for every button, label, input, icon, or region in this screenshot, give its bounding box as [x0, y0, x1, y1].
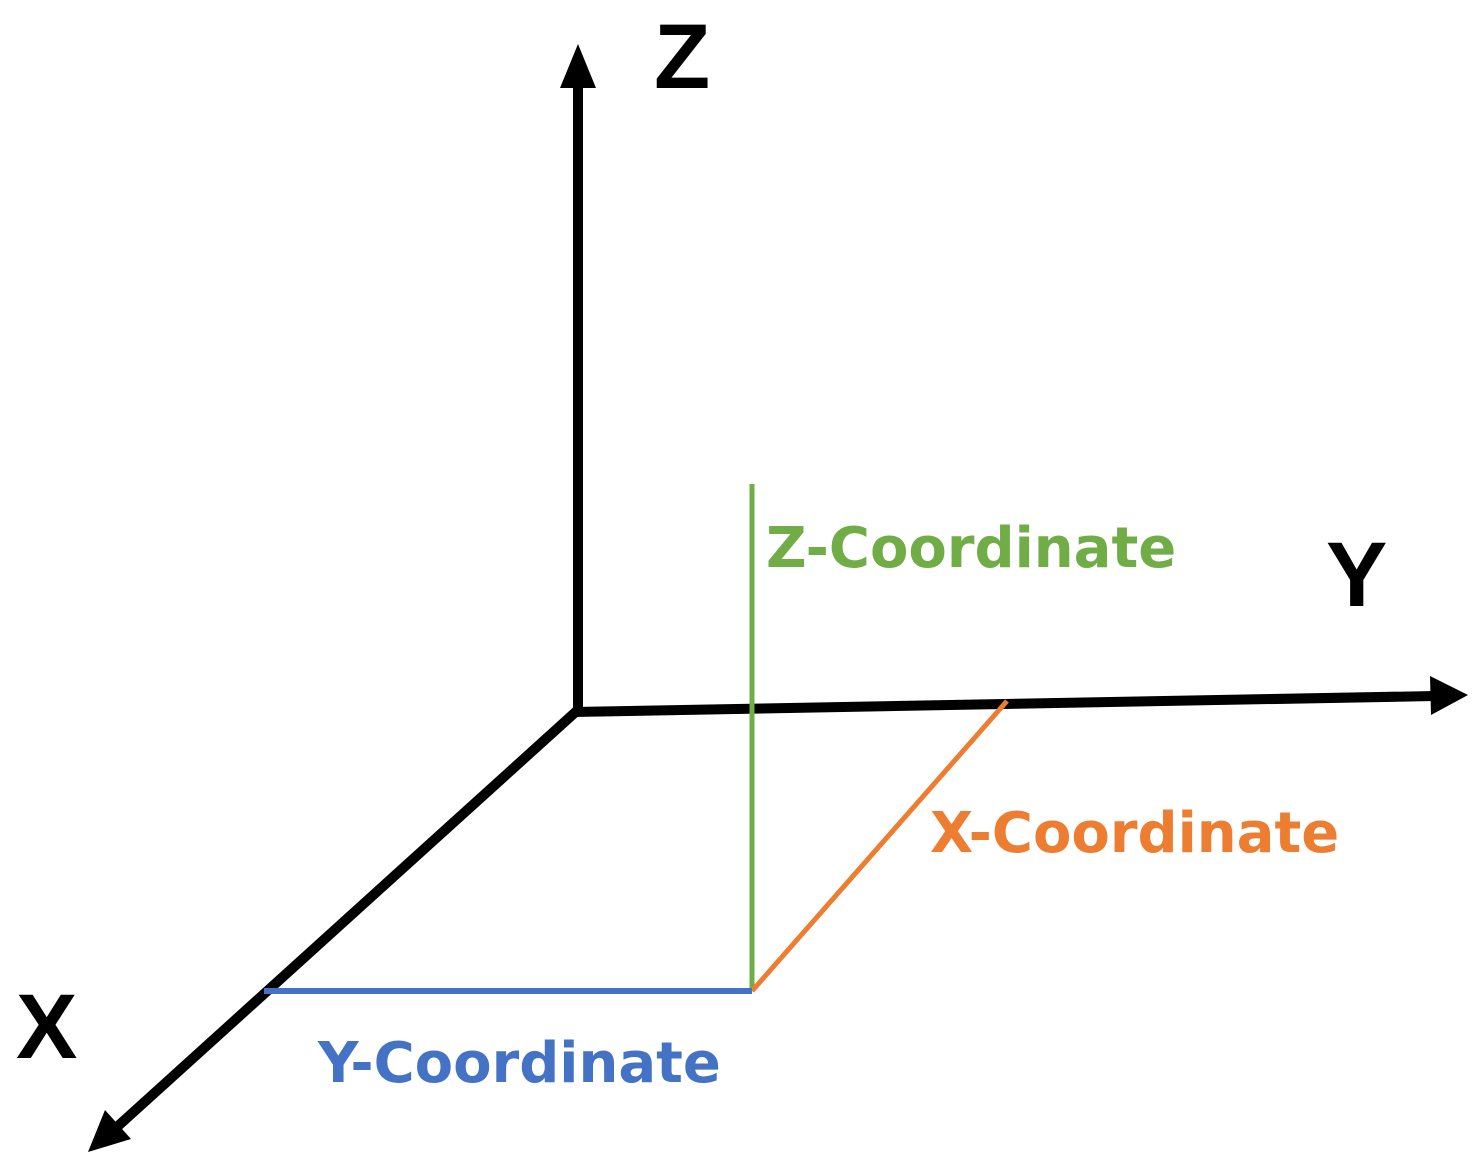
y-coordinate-label: Y-Coordinate — [317, 1031, 721, 1096]
z-axis-arrowhead — [560, 44, 596, 88]
z-axis-label: Z — [654, 6, 710, 108]
x-coordinate-label: X-Coordinate — [930, 801, 1339, 866]
z-coordinate-label: Z-Coordinate — [766, 516, 1176, 581]
x-coordinate-line — [750, 699, 1009, 993]
y-axis-arrowhead — [1430, 676, 1468, 715]
x-axis-line — [114, 704, 584, 1130]
x-axis-label: X — [16, 976, 77, 1078]
y-axis-label: Y — [1326, 524, 1387, 626]
x-axis-arrowhead — [88, 1110, 131, 1152]
